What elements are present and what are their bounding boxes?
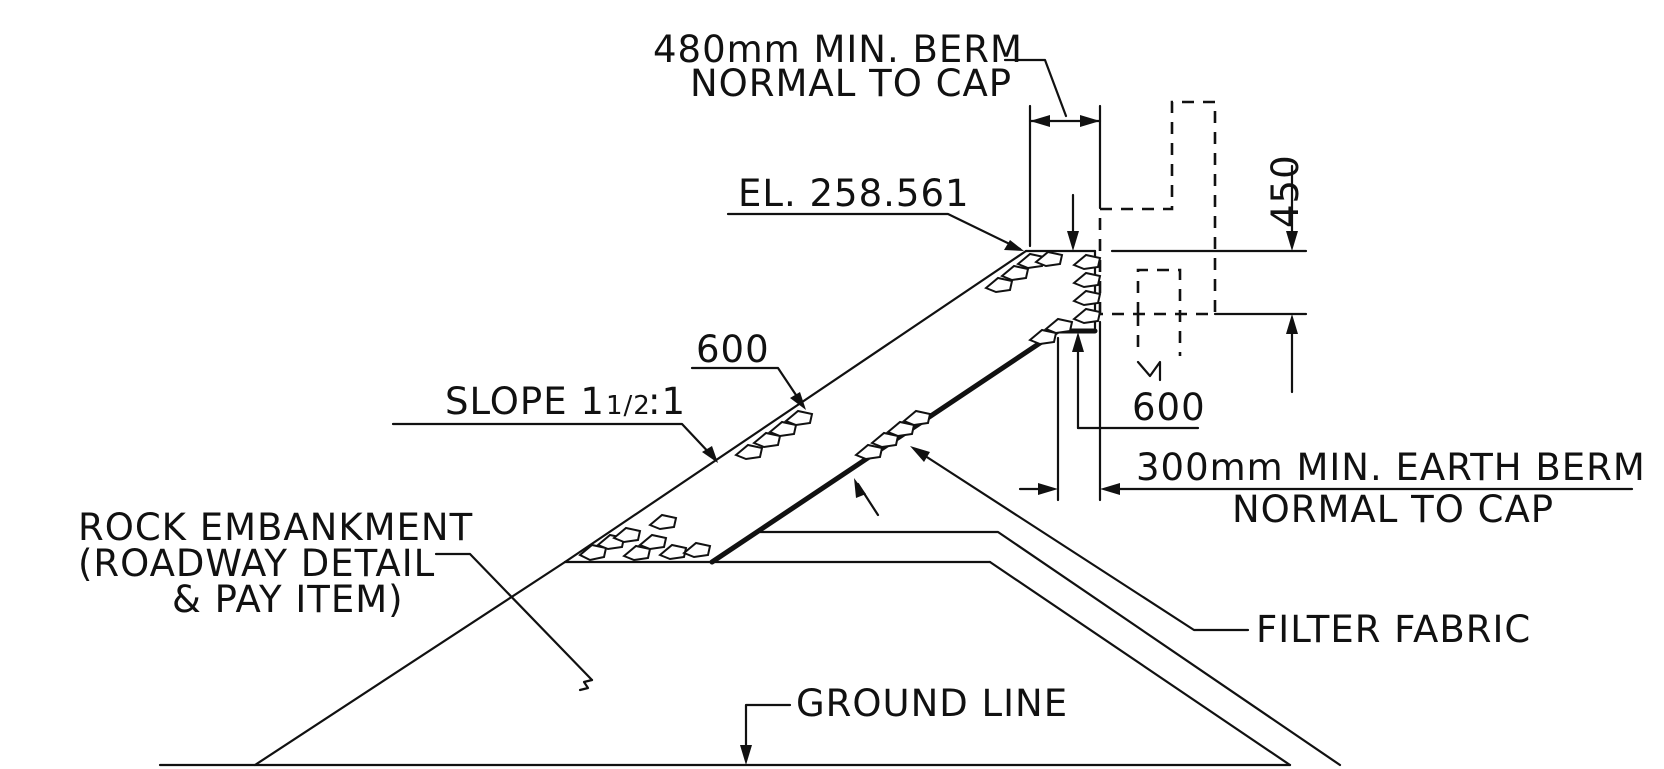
elevation-leader — [726, 193, 1079, 251]
dimension-600-cap — [1072, 332, 1200, 430]
rock-embankment-line3: & PAY ITEM) — [172, 578, 404, 621]
elevation-label: EL. 258.561 — [738, 172, 970, 215]
embankment-right-slope — [988, 560, 1292, 767]
ground-line-leader — [740, 703, 792, 765]
slope-fraction-label: 1/2 — [606, 391, 651, 421]
dimension-450 — [1110, 164, 1308, 394]
rock-embankment-line2: (ROADWAY DETAIL — [78, 542, 435, 585]
embankment-left-slope — [253, 560, 567, 767]
filter-fabric-line — [758, 530, 1342, 767]
earth-berm-label-line1: 300mm MIN. EARTH BERM — [1136, 446, 1646, 489]
slope-ratio-label: :1 — [648, 380, 686, 423]
dim-600-slope-label: 600 — [696, 328, 770, 371]
filter-fabric-leader — [910, 446, 1250, 632]
riprap-outer-slope — [563, 249, 1028, 564]
dim-450-label: 450 — [1264, 154, 1307, 228]
rock-embankment-leader — [434, 552, 594, 692]
slope-leader — [391, 422, 718, 463]
berm-label-line1: 480mm MIN. BERM — [653, 28, 1023, 71]
berm-label-line2: NORMAL TO CAP — [690, 62, 1012, 105]
earth-berm-label-line2: NORMAL TO CAP — [1232, 488, 1554, 531]
pile-cap-outline — [1098, 100, 1217, 382]
rock-embankment-line1: ROCK EMBANKMENT — [78, 506, 473, 549]
filter-fabric-label: FILTER FABRIC — [1256, 608, 1531, 651]
dim-600-cap-label: 600 — [1132, 386, 1206, 429]
riprap-stones — [578, 250, 1102, 562]
slope-label: SLOPE 1 — [445, 380, 605, 423]
dimension-480-berm — [1003, 58, 1102, 248]
dimension-600-slope — [690, 366, 880, 517]
dimension-300-earth-berm — [1018, 320, 1634, 502]
ground-line-label: GROUND LINE — [796, 682, 1068, 725]
